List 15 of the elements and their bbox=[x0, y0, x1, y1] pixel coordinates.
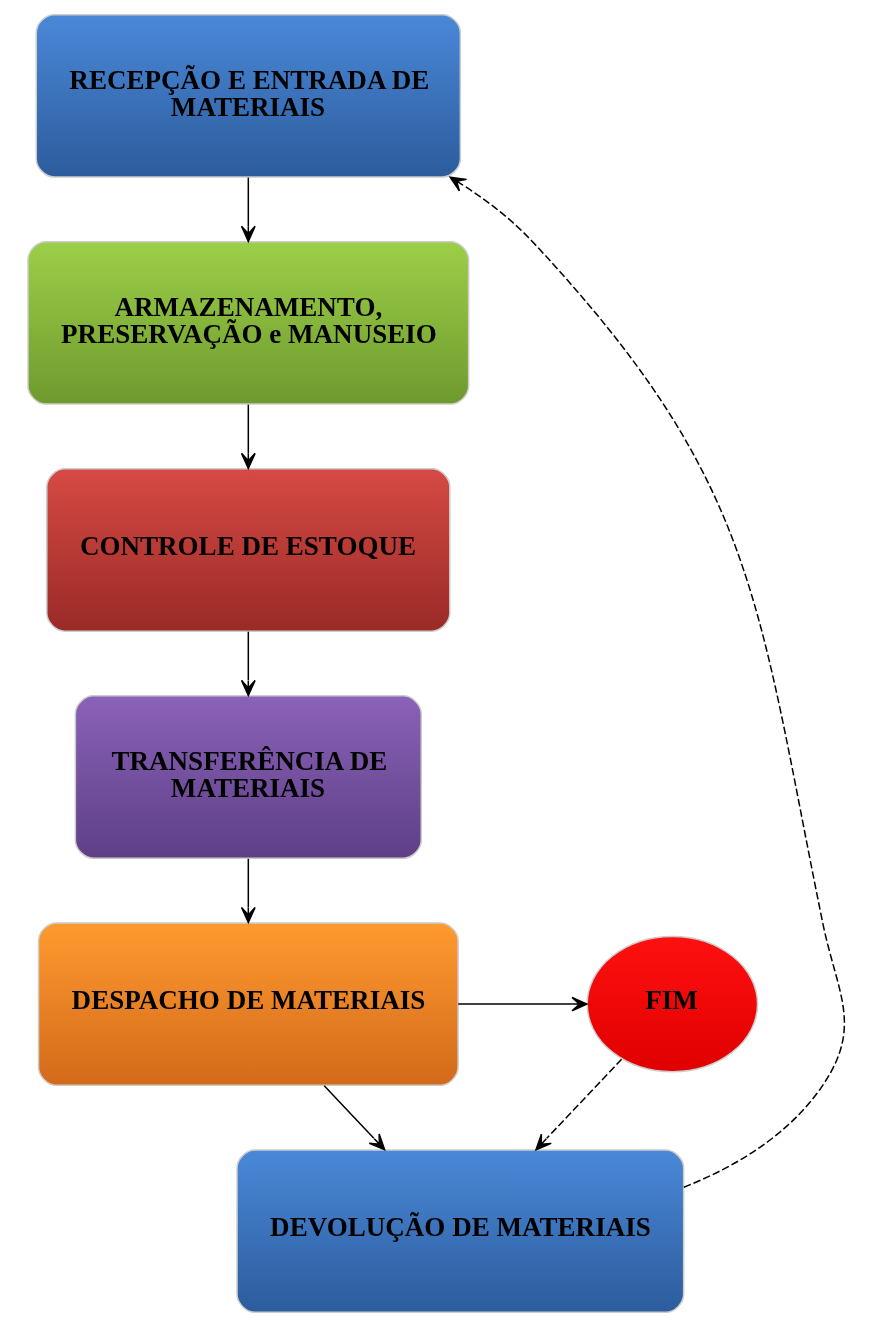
arrow bbox=[240, 631, 256, 697]
node-box: CONTROLE DE ESTOQUE bbox=[46, 468, 451, 632]
node-box: RECEPÇÃO E ENTRADA DE MATERIAIS bbox=[35, 13, 462, 178]
arrow bbox=[323, 1085, 386, 1151]
node-box: ARMAZENAMENTO, PRESERVAÇÃO e MANUSEIO bbox=[27, 240, 470, 405]
arrow bbox=[457, 996, 588, 1012]
node-box: DESPACHO DE MATERIAIS bbox=[37, 922, 459, 1087]
node-box: DEVOLUÇÃO DE MATERIAIS bbox=[236, 1149, 685, 1314]
arrow bbox=[449, 176, 846, 1188]
arrow bbox=[535, 1058, 623, 1151]
node-box: TRANSFERÊNCIA DE MATERIAIS bbox=[74, 695, 422, 859]
arrow bbox=[240, 403, 256, 470]
arrow bbox=[240, 858, 256, 924]
arrow bbox=[240, 176, 256, 243]
node-ellipse: FIM bbox=[586, 935, 759, 1073]
